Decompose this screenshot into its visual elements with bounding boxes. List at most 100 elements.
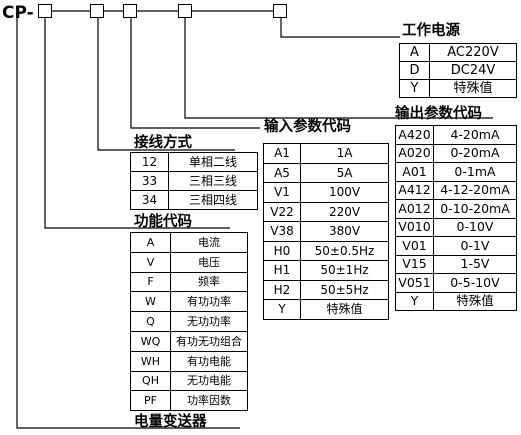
value-cell: 220V — [300, 201, 389, 222]
value-cell: 50±0.5Hz — [300, 240, 389, 261]
value-cell: DC24V — [429, 61, 517, 80]
wiring-title: 接线方式 — [134, 135, 192, 151]
value-cell: 0-1V — [433, 236, 517, 256]
value-cell: 特殊值 — [433, 291, 517, 311]
value-cell: 无功电能 — [170, 370, 248, 392]
code-box-wiring — [90, 4, 104, 18]
value-cell: 0-1mA — [433, 162, 517, 182]
code-cell: Y — [399, 79, 430, 98]
code-cell: Y — [395, 291, 434, 311]
code-cell: WQ — [130, 330, 171, 352]
value-cell: 50±5Hz — [300, 279, 389, 300]
code-cell: A — [130, 232, 171, 253]
code-cell: F — [130, 271, 171, 293]
power-supply-title: 工作电源 — [402, 23, 460, 39]
code-cell: V1 — [263, 182, 301, 203]
code-cell: D — [399, 61, 430, 80]
code-cell: A412 — [395, 180, 434, 200]
value-cell: 100V — [300, 182, 389, 203]
code-cell: 33 — [130, 171, 169, 191]
value-cell: 特殊值 — [429, 79, 517, 98]
code-cell: 34 — [130, 190, 169, 210]
code-cell: Q — [130, 311, 171, 332]
value-cell: 电压 — [170, 251, 248, 273]
code-cell: A01 — [395, 162, 434, 182]
code-cell: PF — [130, 390, 171, 412]
code-cell: A1 — [263, 143, 301, 164]
value-cell: 三相三线 — [168, 171, 258, 191]
leader-function-code — [44, 18, 230, 229]
code-cell: A — [399, 43, 430, 62]
code-cell: V051 — [395, 273, 434, 293]
input-params-title: 输入参数代码 — [264, 119, 351, 135]
code-box-function — [38, 4, 52, 18]
value-cell: AC220V — [429, 43, 517, 62]
code-cell: A420 — [395, 125, 434, 145]
code-cell: A020 — [395, 143, 434, 163]
value-cell: 特殊值 — [300, 299, 389, 320]
code-box-output — [178, 4, 192, 18]
value-cell: 三相四线 — [168, 190, 258, 210]
code-cell: A012 — [395, 199, 434, 219]
code-cell: H0 — [263, 240, 301, 261]
code-cell: V38 — [263, 221, 301, 242]
leader-output-params — [184, 18, 493, 119]
value-cell: 0-20mA — [433, 143, 517, 163]
code-cell: WH — [130, 350, 171, 372]
value-cell: 5A — [300, 162, 389, 183]
output-params-title: 输出参数代码 — [395, 106, 482, 122]
value-cell: 1-5V — [433, 254, 517, 274]
value-cell: 4-12-20mA — [433, 180, 517, 200]
code-cell: V01 — [395, 236, 434, 256]
product-title: 电量变送器 — [134, 414, 207, 430]
value-cell: 0-10V — [433, 217, 517, 237]
code-prefix: CP- — [2, 3, 34, 23]
code-cell: 12 — [130, 152, 169, 172]
function-code-title: 功能代码 — [134, 214, 192, 230]
code-cell: V22 — [263, 201, 301, 222]
leader-product — [16, 18, 240, 429]
value-cell: 单相二线 — [168, 152, 258, 172]
code-cell: V010 — [395, 217, 434, 237]
leader-input-params — [130, 18, 260, 129]
value-cell: 无功功率 — [170, 311, 248, 332]
code-cell: H2 — [263, 279, 301, 300]
code-box-input — [123, 4, 137, 18]
code-cell: H1 — [263, 260, 301, 281]
code-box-power — [273, 4, 287, 18]
value-cell: 频率 — [170, 271, 248, 293]
value-cell: 有功电能 — [170, 350, 248, 372]
code-cell: W — [130, 291, 171, 313]
code-cell: A5 — [263, 162, 301, 183]
